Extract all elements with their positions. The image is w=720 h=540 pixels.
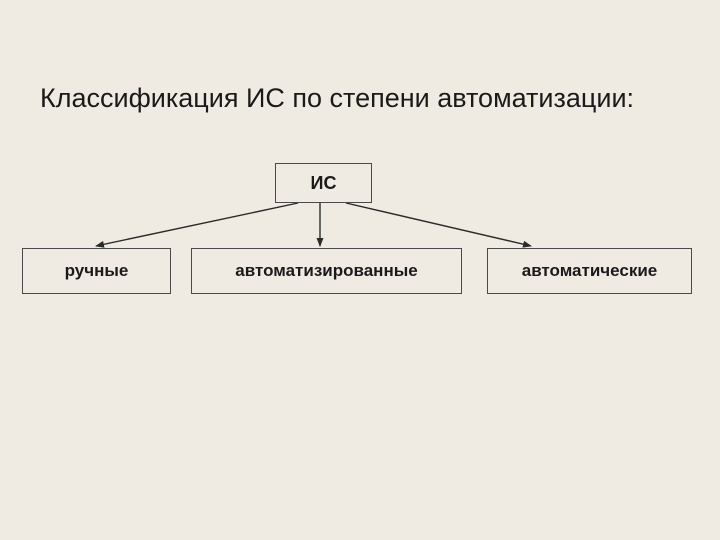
child-node-manual: ручные <box>22 248 171 294</box>
child-node-automated: автоматизированные <box>191 248 462 294</box>
child-node-label: автоматические <box>521 261 658 280</box>
child-node-automatic: автоматические <box>487 248 692 294</box>
root-node-label: ИС <box>310 172 337 193</box>
arrow-to-manual <box>95 202 299 248</box>
arrow-to-automatic <box>345 202 532 248</box>
slide-title: Классификация ИС по степени автоматизаци… <box>40 83 635 113</box>
child-node-label: автоматизированные <box>235 261 418 280</box>
child-node-label: ручные <box>64 261 129 280</box>
root-node-is: ИС <box>275 163 372 203</box>
